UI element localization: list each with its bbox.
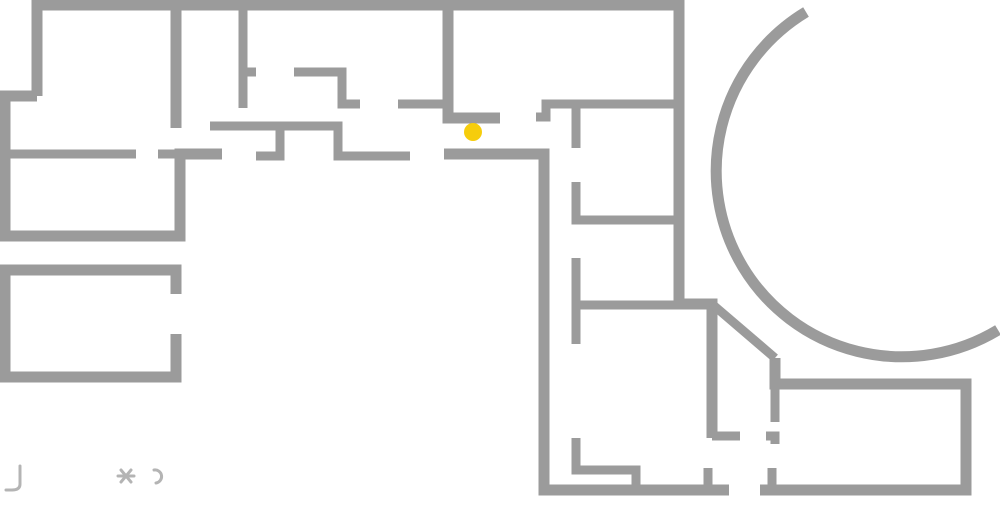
- outer-walls: [0, 0, 718, 438]
- room-east-stack: [571, 108, 780, 490]
- room-north-center: [210, 10, 500, 161]
- location-marker-icon[interactable]: [464, 123, 482, 141]
- room-southwest-lounge: [0, 264, 182, 383]
- watermark-logo-icon: [4, 464, 163, 492]
- round-pavilion: [710, 7, 1000, 363]
- corridor-walls: [444, 99, 972, 496]
- room-west-office: [5, 10, 182, 159]
